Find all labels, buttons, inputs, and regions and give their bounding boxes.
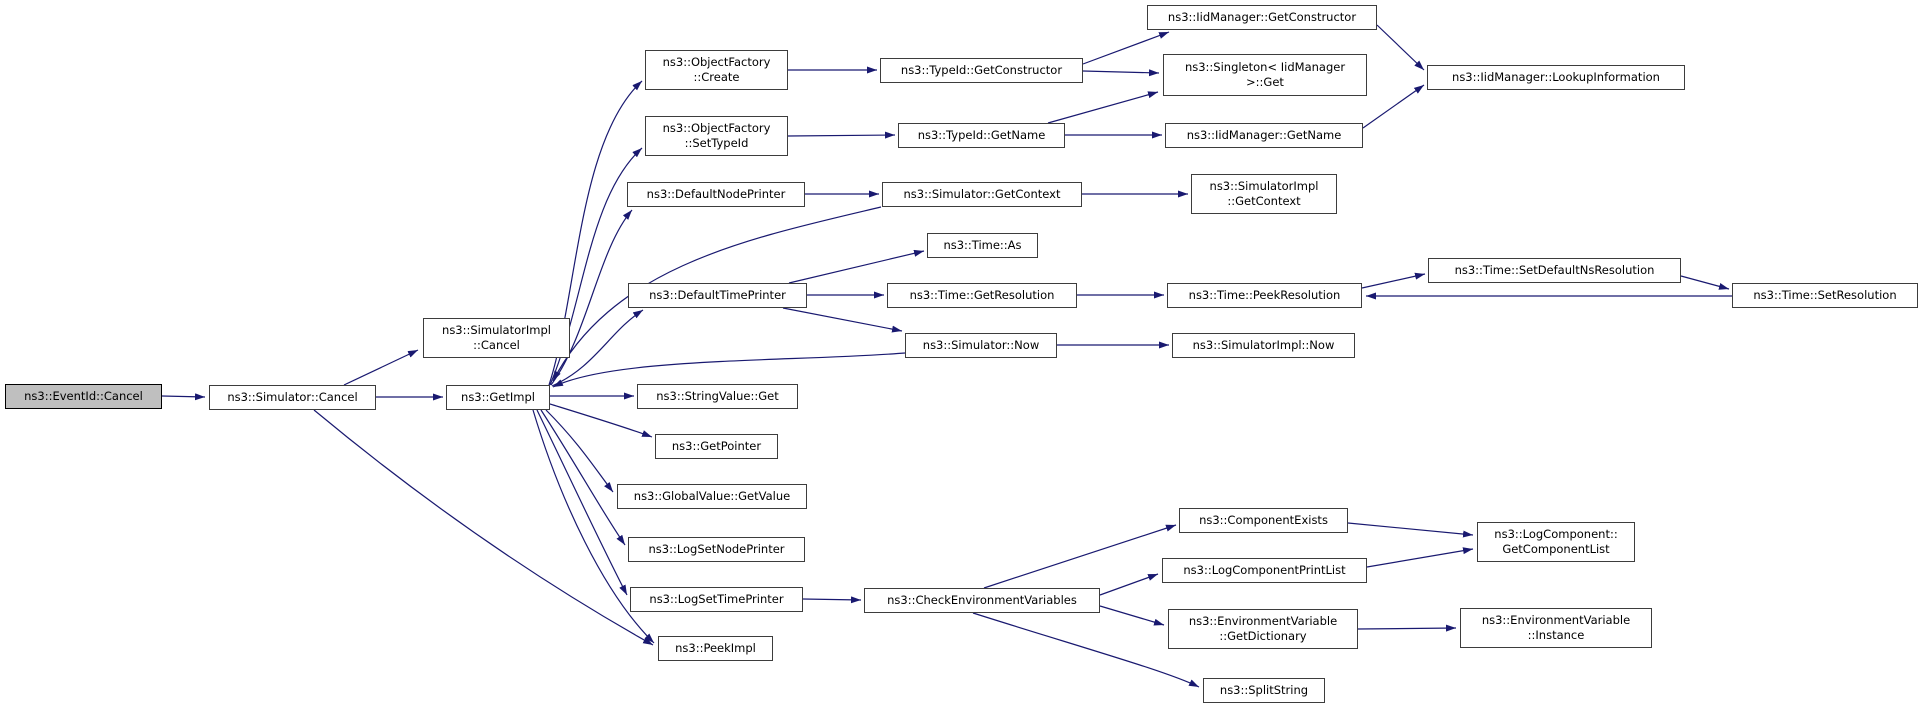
node-time-setresolution[interactable]: ns3::Time::SetResolution bbox=[1732, 283, 1918, 308]
node-iidmanager-getconstructor[interactable]: ns3::IidManager::GetConstructor bbox=[1147, 5, 1377, 30]
node-iidmanager-lookupinformation[interactable]: ns3::IidManager::LookupInformation bbox=[1427, 65, 1685, 90]
node-logsettimeprinter[interactable]: ns3::LogSetTimePrinter bbox=[630, 587, 803, 612]
node-singleton-iidmanager-get[interactable]: ns3::Singleton< IidManager >::Get bbox=[1163, 54, 1367, 96]
edge-iidmanager-getconstructor-to-iidmanager-lookupinformation bbox=[1376, 24, 1425, 71]
edge-typeid-getname-to-singleton-iidmanager-get bbox=[1047, 91, 1159, 124]
node-iidmanager-getname[interactable]: ns3::IidManager::GetName bbox=[1165, 123, 1363, 148]
edge-getimpl-to-logsetnodeprinter bbox=[540, 409, 626, 546]
edge-iidmanager-getname-to-iidmanager-lookupinformation bbox=[1362, 84, 1425, 129]
node-simulatorimpl-cancel[interactable]: ns3::SimulatorImpl ::Cancel bbox=[423, 318, 570, 358]
edge-getimpl-to-defaultnodeprinter bbox=[550, 209, 633, 386]
edge-simulator-getcontext-to-getimpl bbox=[552, 206, 882, 382]
node-peekimpl[interactable]: ns3::PeekImpl bbox=[658, 636, 773, 661]
edge-defaulttimeprinter-to-time-as bbox=[788, 249, 925, 284]
node-logcomponent-getcomponentlist[interactable]: ns3::LogComponent:: GetComponentList bbox=[1477, 522, 1635, 562]
edge-environmentvariable-getdictionary-to-environmentvariable-instance bbox=[1357, 624, 1457, 632]
edge-logcomponentprintlist-to-logcomponent-getcomponentlist bbox=[1366, 547, 1474, 568]
node-simulatorimpl-getcontext[interactable]: ns3::SimulatorImpl ::GetContext bbox=[1191, 174, 1337, 214]
node-getimpl[interactable]: ns3::GetImpl bbox=[446, 385, 550, 410]
edge-checkenvironmentvariables-to-componentexists bbox=[983, 524, 1177, 589]
edge-logsettimeprinter-to-checkenvironmentvariables bbox=[802, 596, 862, 604]
edge-objectfactory-settypeid-to-typeid-getname bbox=[787, 131, 896, 139]
node-defaulttimeprinter[interactable]: ns3::DefaultTimePrinter bbox=[628, 283, 807, 308]
node-simulator-cancel[interactable]: ns3::Simulator::Cancel bbox=[209, 385, 376, 410]
node-stringvalue-get[interactable]: ns3::StringValue::Get bbox=[637, 384, 798, 409]
edge-checkenvironmentvariables-to-logcomponentprintlist bbox=[1099, 573, 1159, 596]
node-logcomponentprintlist[interactable]: ns3::LogComponentPrintList bbox=[1162, 558, 1367, 583]
node-simulator-now[interactable]: ns3::Simulator::Now bbox=[905, 333, 1057, 358]
edge-simulator-now-to-getimpl bbox=[552, 352, 906, 388]
edge-getimpl-to-peekimpl bbox=[532, 409, 655, 644]
edge-typeid-getconstructor-to-singleton-iidmanager-get bbox=[1082, 69, 1160, 77]
node-simulator-getcontext[interactable]: ns3::Simulator::GetContext bbox=[882, 182, 1082, 207]
edge-eventid-cancel-to-simulator-cancel bbox=[161, 393, 206, 401]
edge-simulator-cancel-to-peekimpl bbox=[313, 409, 654, 646]
edge-getimpl-to-getpointer bbox=[549, 403, 653, 438]
edge-typeid-getconstructor-to-iidmanager-getconstructor bbox=[1082, 31, 1170, 65]
node-getpointer[interactable]: ns3::GetPointer bbox=[655, 434, 778, 459]
node-time-setdefaultnsresolution[interactable]: ns3::Time::SetDefaultNsResolution bbox=[1428, 258, 1681, 283]
node-environmentvariable-getdictionary[interactable]: ns3::EnvironmentVariable ::GetDictionary bbox=[1168, 609, 1358, 649]
edge-checkenvironmentvariables-to-environmentvariable-getdictionary bbox=[1099, 605, 1165, 626]
node-time-getresolution[interactable]: ns3::Time::GetResolution bbox=[887, 283, 1077, 308]
node-logsetnodeprinter[interactable]: ns3::LogSetNodePrinter bbox=[628, 537, 805, 562]
node-simulatorimpl-now[interactable]: ns3::SimulatorImpl::Now bbox=[1172, 333, 1355, 358]
edge-componentexists-to-logcomponent-getcomponentlist bbox=[1347, 522, 1474, 538]
node-time-as[interactable]: ns3::Time::As bbox=[927, 233, 1038, 258]
node-typeid-getconstructor[interactable]: ns3::TypeId::GetConstructor bbox=[880, 58, 1083, 83]
node-eventid-cancel[interactable]: ns3::EventId::Cancel bbox=[5, 384, 162, 409]
node-componentexists[interactable]: ns3::ComponentExists bbox=[1179, 508, 1348, 533]
edge-time-peekresolution-to-time-setdefaultnsresolution bbox=[1361, 272, 1426, 289]
node-splitstring[interactable]: ns3::SplitString bbox=[1203, 678, 1325, 703]
edge-simulator-cancel-to-simulatorimpl-cancel bbox=[343, 349, 419, 386]
node-objectfactory-settypeid[interactable]: ns3::ObjectFactory ::SetTypeId bbox=[645, 116, 788, 156]
edge-time-setdefaultnsresolution-to-time-setresolution bbox=[1680, 275, 1730, 290]
node-time-peekresolution[interactable]: ns3::Time::PeekResolution bbox=[1167, 283, 1362, 308]
node-typeid-getname[interactable]: ns3::TypeId::GetName bbox=[898, 123, 1065, 148]
edge-getimpl-to-logsettimeprinter bbox=[536, 409, 628, 596]
node-checkenvironmentvariables[interactable]: ns3::CheckEnvironmentVariables bbox=[864, 588, 1100, 613]
node-defaultnodeprinter[interactable]: ns3::DefaultNodePrinter bbox=[627, 182, 805, 207]
node-environmentvariable-instance[interactable]: ns3::EnvironmentVariable ::Instance bbox=[1460, 608, 1652, 648]
edge-getimpl-to-globalvalue-getvalue bbox=[545, 409, 614, 493]
edge-getimpl-to-defaulttimeprinter bbox=[551, 309, 644, 387]
node-globalvalue-getvalue[interactable]: ns3::GlobalValue::GetValue bbox=[617, 484, 807, 509]
edge-checkenvironmentvariables-to-splitstring bbox=[972, 612, 1200, 688]
node-objectfactory-create[interactable]: ns3::ObjectFactory ::Create bbox=[645, 50, 788, 90]
edge-defaulttimeprinter-to-simulator-now bbox=[782, 307, 903, 333]
